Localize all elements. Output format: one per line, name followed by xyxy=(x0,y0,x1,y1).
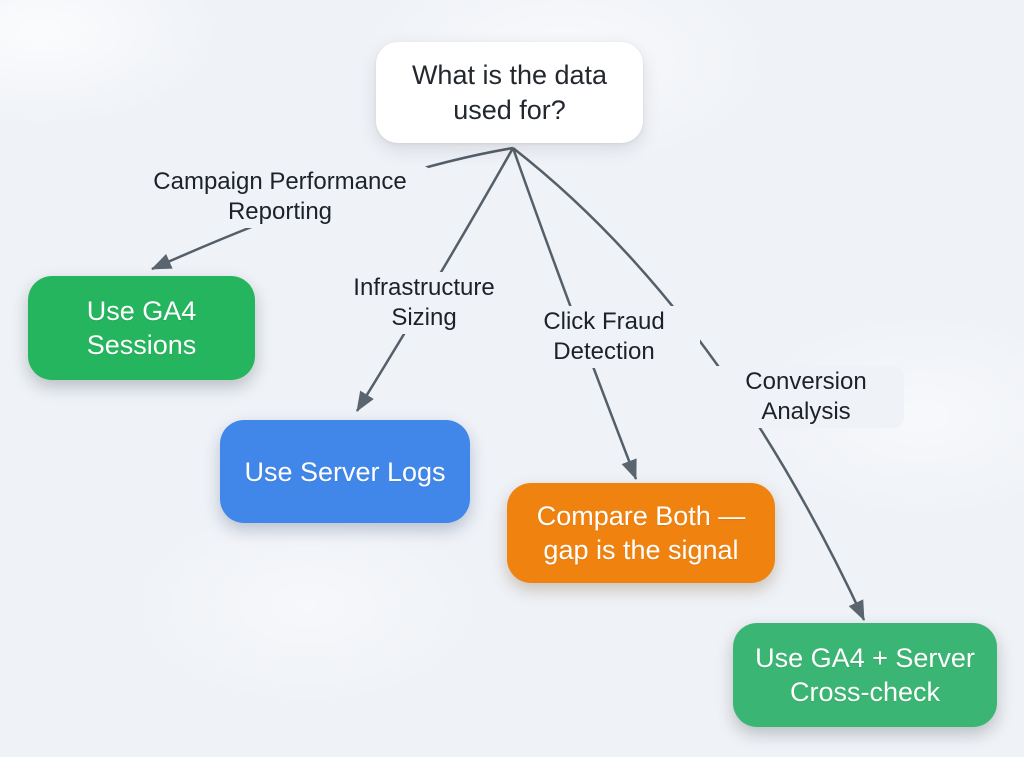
edge-label-click-fraud-detection: Click Fraud Detection xyxy=(508,306,700,368)
edge-click-fraud-detection xyxy=(511,147,638,480)
edge-conversion-analysis xyxy=(512,147,866,621)
edge-label-infrastructure-sizing: Infrastructure Sizing xyxy=(328,272,520,334)
edge-label-campaign-performance: Campaign Performance Reporting xyxy=(128,166,432,228)
root-question-node: What is the data used for? xyxy=(376,42,643,143)
node-compare-both: Compare Both — gap is the signal xyxy=(507,483,775,583)
edge-label-conversion-analysis: Conversion Analysis xyxy=(708,366,904,428)
node-use-server-logs: Use Server Logs xyxy=(220,420,470,523)
node-use-ga4-sessions: Use GA4 Sessions xyxy=(28,276,255,380)
node-use-ga4-plus-server-cross-check: Use GA4 + Server Cross-check xyxy=(733,623,997,727)
